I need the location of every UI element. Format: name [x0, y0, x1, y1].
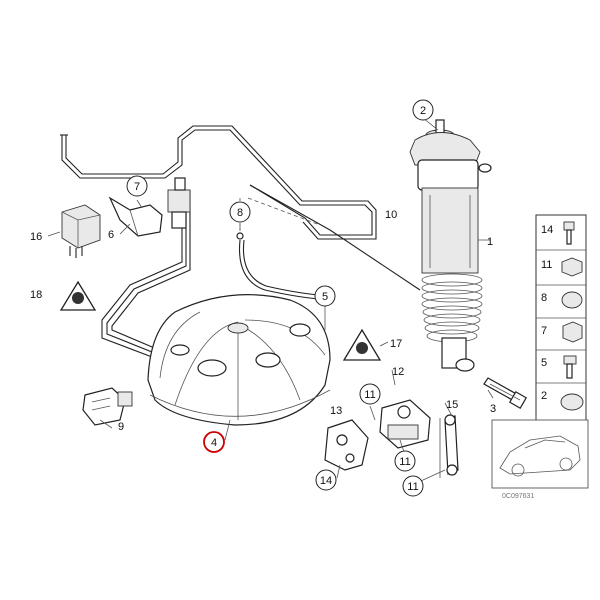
- label-17: 17: [390, 338, 402, 350]
- label-9: 9: [118, 421, 124, 433]
- label-8: 8: [237, 207, 243, 219]
- warning-triangle-icon-17: [342, 328, 382, 361]
- highlight-ring: [203, 431, 225, 453]
- diagram-code: 0C097631: [502, 493, 534, 500]
- bracket-13: [324, 419, 369, 471]
- car-thumbnail: [491, 419, 589, 489]
- label-3: 3: [490, 403, 496, 415]
- label-6: 6: [108, 229, 114, 241]
- label-7: 7: [134, 181, 140, 193]
- label-11-a: 11: [364, 389, 375, 401]
- bolt-3: [483, 377, 528, 410]
- warning-triangle-icon-18: [59, 280, 97, 311]
- fastener-label-7: 7: [541, 325, 547, 337]
- label-4: 4: [211, 437, 217, 449]
- label-12: 12: [392, 366, 404, 378]
- label-5: 5: [322, 291, 328, 303]
- label-10: 10: [385, 209, 397, 221]
- valve-block: [167, 177, 191, 229]
- relay-16: [61, 204, 101, 258]
- fastener-label-11: 11: [541, 259, 552, 271]
- air-strut: [409, 119, 492, 372]
- part-labels: 2 1 7 6 8 10 16 18 5 17 11 12 13 15 3 9 …: [30, 99, 553, 500]
- bracket-12: [379, 399, 431, 449]
- label-13: 13: [330, 405, 342, 417]
- connector-9: [82, 387, 133, 426]
- label-16: 16: [30, 231, 42, 243]
- fastener-label-2: 2: [541, 390, 547, 402]
- label-2: 2: [420, 105, 426, 117]
- reservoir-cover: [147, 294, 331, 426]
- label-1: 1: [487, 236, 493, 248]
- label-11-c: 11: [407, 481, 418, 493]
- fastener-label-5: 5: [541, 357, 547, 369]
- link-15: [439, 414, 459, 478]
- fastener-label-14: 14: [541, 224, 553, 236]
- air-lines: [60, 125, 421, 361]
- fastener-panel: [535, 214, 587, 426]
- label-14: 14: [320, 475, 332, 487]
- label-11-b: 11: [399, 456, 410, 468]
- hose-8: [236, 197, 321, 240]
- bracket-6: [108, 196, 163, 237]
- label-18: 18: [30, 289, 42, 301]
- label-15: 15: [446, 399, 458, 411]
- fastener-label-8: 8: [541, 292, 547, 304]
